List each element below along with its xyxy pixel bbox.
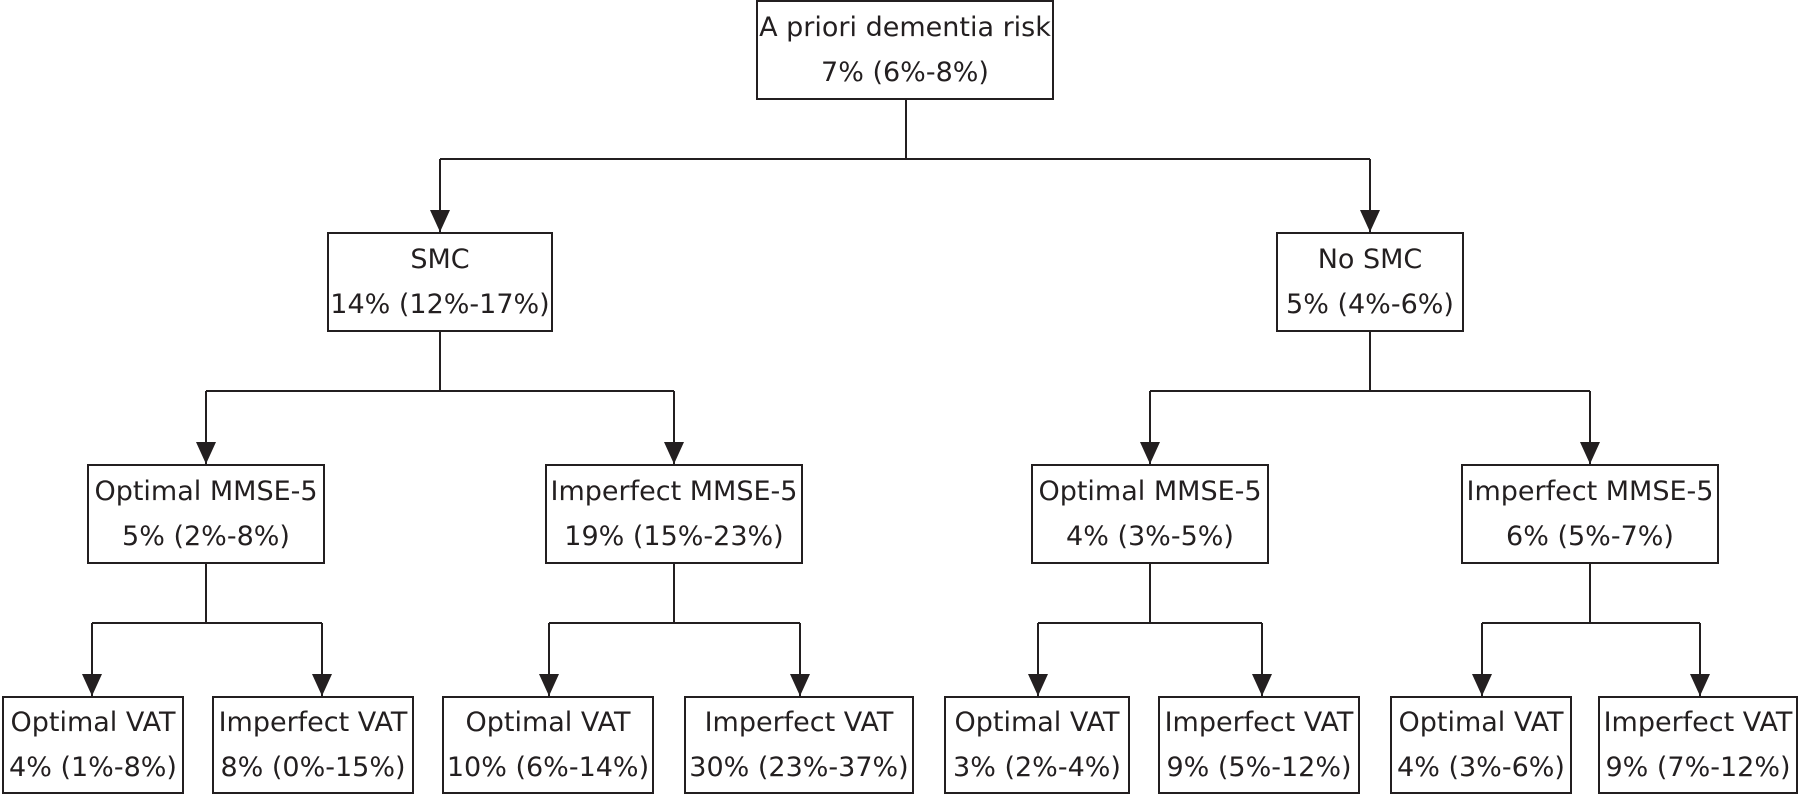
node-smc-optimal-mmse-label: Optimal MMSE-5 [94, 476, 318, 507]
leaf-smc-imperfect-mmse-optimal-vat: Optimal VAT 10% (6%-14%) [442, 696, 654, 794]
leaf-label: Optimal VAT [954, 707, 1120, 738]
node-no-smc-optimal-mmse-value: 4% (3%-5%) [1066, 521, 1234, 552]
node-no-smc-imperfect-mmse: Imperfect MMSE-5 6% (5%-7%) [1461, 464, 1719, 564]
leaf-smc-imperfect-mmse-imperfect-vat: Imperfect VAT 30% (23%-37%) [684, 696, 914, 794]
leaf-value: 4% (1%-8%) [9, 752, 177, 783]
leaf-value: 3% (2%-4%) [953, 752, 1121, 783]
leaf-value: 4% (3%-6%) [1397, 752, 1565, 783]
leaf-no-smc-optimal-mmse-imperfect-vat: Imperfect VAT 9% (5%-12%) [1158, 696, 1360, 794]
node-a-priori-risk-label: A priori dementia risk [759, 12, 1051, 43]
node-no-smc-optimal-mmse: Optimal MMSE-5 4% (3%-5%) [1031, 464, 1269, 564]
node-a-priori-risk: A priori dementia risk 7% (6%-8%) [756, 0, 1054, 100]
node-no-smc-label: No SMC [1317, 244, 1423, 275]
node-smc-optimal-mmse: Optimal MMSE-5 5% (2%-8%) [87, 464, 325, 564]
leaf-label: Imperfect VAT [218, 707, 408, 738]
leaf-value: 9% (7%-12%) [1605, 752, 1791, 783]
leaf-label: Imperfect VAT [1603, 707, 1793, 738]
leaf-no-smc-imperfect-mmse-imperfect-vat: Imperfect VAT 9% (7%-12%) [1598, 696, 1798, 794]
leaf-value: 10% (6%-14%) [446, 752, 650, 783]
node-smc-imperfect-mmse-label: Imperfect MMSE-5 [550, 476, 798, 507]
leaf-value: 8% (0%-15%) [220, 752, 406, 783]
node-no-smc-optimal-mmse-label: Optimal MMSE-5 [1038, 476, 1262, 507]
leaf-label: Optimal VAT [10, 707, 176, 738]
leaf-smc-optimal-mmse-imperfect-vat: Imperfect VAT 8% (0%-15%) [212, 696, 414, 794]
leaf-label: Imperfect VAT [1164, 707, 1354, 738]
node-no-smc-imperfect-mmse-label: Imperfect MMSE-5 [1466, 476, 1714, 507]
node-smc-imperfect-mmse-value: 19% (15%-23%) [564, 521, 784, 552]
node-smc-imperfect-mmse: Imperfect MMSE-5 19% (15%-23%) [545, 464, 803, 564]
leaf-label: Imperfect VAT [704, 707, 894, 738]
node-no-smc-value: 5% (4%-6%) [1286, 289, 1454, 320]
leaf-label: Optimal VAT [1398, 707, 1564, 738]
leaf-no-smc-optimal-mmse-optimal-vat: Optimal VAT 3% (2%-4%) [944, 696, 1130, 794]
node-smc-label: SMC [410, 244, 470, 275]
node-a-priori-risk-value: 7% (6%-8%) [821, 57, 989, 88]
leaf-value: 9% (5%-12%) [1166, 752, 1352, 783]
node-no-smc: No SMC 5% (4%-6%) [1276, 232, 1464, 332]
leaf-smc-optimal-mmse-optimal-vat: Optimal VAT 4% (1%-8%) [2, 696, 184, 794]
node-smc-optimal-mmse-value: 5% (2%-8%) [122, 521, 290, 552]
leaf-value: 30% (23%-37%) [689, 752, 909, 783]
node-smc: SMC 14% (12%-17%) [327, 232, 553, 332]
leaf-no-smc-imperfect-mmse-optimal-vat: Optimal VAT 4% (3%-6%) [1390, 696, 1572, 794]
leaf-label: Optimal VAT [465, 707, 631, 738]
node-no-smc-imperfect-mmse-value: 6% (5%-7%) [1506, 521, 1674, 552]
node-smc-value: 14% (12%-17%) [330, 289, 550, 320]
